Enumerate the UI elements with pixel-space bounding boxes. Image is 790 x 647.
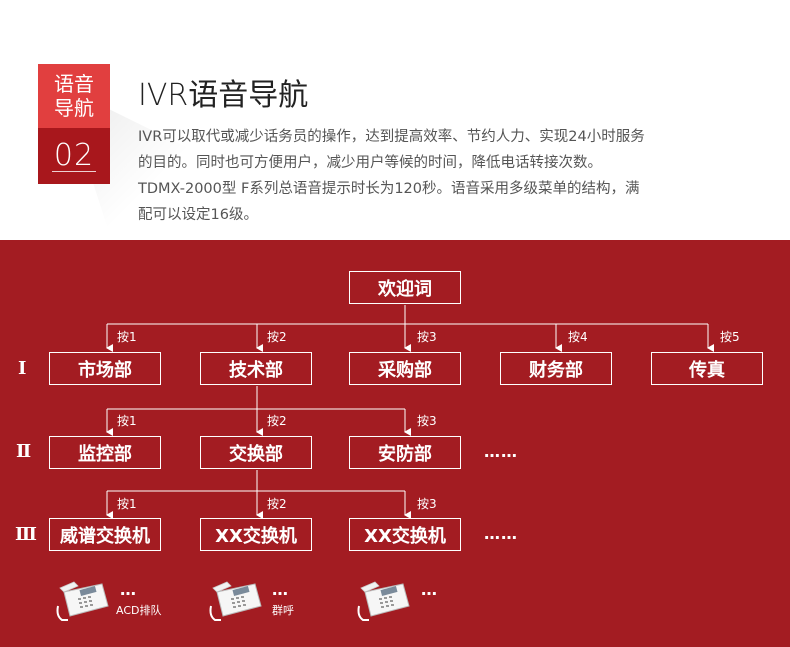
section-badge: 语音 导航 02 xyxy=(38,64,110,184)
key-label: 按1 xyxy=(117,414,137,428)
key-label: 按3 xyxy=(417,330,437,344)
description-line: IVR可以取代或减少话务员的操作，达到提高效率、节约人力、实现24小时服务 xyxy=(138,129,645,145)
key-label: 按3 xyxy=(417,497,437,511)
node-fax: 传真 xyxy=(651,352,763,385)
key-label: 按5 xyxy=(720,330,740,344)
telephone-icon xyxy=(205,576,275,626)
key-label: 按1 xyxy=(117,497,137,511)
description-line: 配可以设定16级。 xyxy=(138,207,258,223)
phone-caption: 群呼 xyxy=(272,604,294,617)
page-title: IVR语音导航 xyxy=(138,78,309,113)
phone-more: … xyxy=(120,580,137,599)
badge-number-block: 02 xyxy=(38,128,110,184)
more-level3: …… xyxy=(484,524,518,543)
badge-label-line2: 导航 xyxy=(54,96,94,120)
connector-lines xyxy=(106,305,714,519)
more-level2: …… xyxy=(484,442,518,461)
key-label: 按2 xyxy=(267,330,287,344)
level-label-2: Ⅱ xyxy=(16,441,32,462)
node-switching: 交换部 xyxy=(200,436,312,469)
badge-label: 语音 导航 xyxy=(38,64,110,128)
node-security: 安防部 xyxy=(349,436,461,469)
node-welcome: 欢迎词 xyxy=(349,271,461,304)
description: IVR可以取代或减少话务员的操作，达到提高效率、节约人力、实现24小时服务 的目… xyxy=(138,124,718,228)
badge-label-line1: 语音 xyxy=(54,72,94,96)
description-line: 的目的。同时也可方便用户，减少用户等候的时间，降低电话转接次数。 xyxy=(138,155,602,171)
description-line: TDMX-2000型 F系列总语音提示时长为120秒。语音采用多级菜单的结构，满 xyxy=(138,181,640,197)
ivr-diagram-panel: 欢迎词 Ⅰ Ⅱ Ⅲ 按1 按2 按3 按4 按5 市场部 技术部 采购部 财务部… xyxy=(0,240,790,647)
node-weipu-switch: 威谱交换机 xyxy=(49,518,161,551)
phone-caption: ACD排队 xyxy=(116,604,162,617)
key-label: 按1 xyxy=(117,330,137,344)
node-technology: 技术部 xyxy=(200,352,312,385)
node-finance: 财务部 xyxy=(500,352,612,385)
header-section: 语音 导航 02 IVR语音导航 IVR可以取代或减少话务员的操作，达到提高效率… xyxy=(0,0,790,240)
badge-number: 02 xyxy=(51,137,97,173)
key-label: 按2 xyxy=(267,414,287,428)
phone-more: … xyxy=(272,580,289,599)
node-marketing: 市场部 xyxy=(49,352,161,385)
phone-more: … xyxy=(421,580,438,599)
key-label: 按3 xyxy=(417,414,437,428)
telephone-icon xyxy=(52,576,122,626)
level-label-1: Ⅰ xyxy=(18,358,27,379)
node-monitoring: 监控部 xyxy=(49,436,161,469)
key-label: 按2 xyxy=(267,497,287,511)
level-label-3: Ⅲ xyxy=(15,524,37,545)
node-purchasing: 采购部 xyxy=(349,352,461,385)
telephone-icon xyxy=(353,576,423,626)
key-label: 按4 xyxy=(568,330,588,344)
node-xx-switch-2: XX交换机 xyxy=(349,518,461,551)
node-xx-switch-1: XX交换机 xyxy=(200,518,312,551)
